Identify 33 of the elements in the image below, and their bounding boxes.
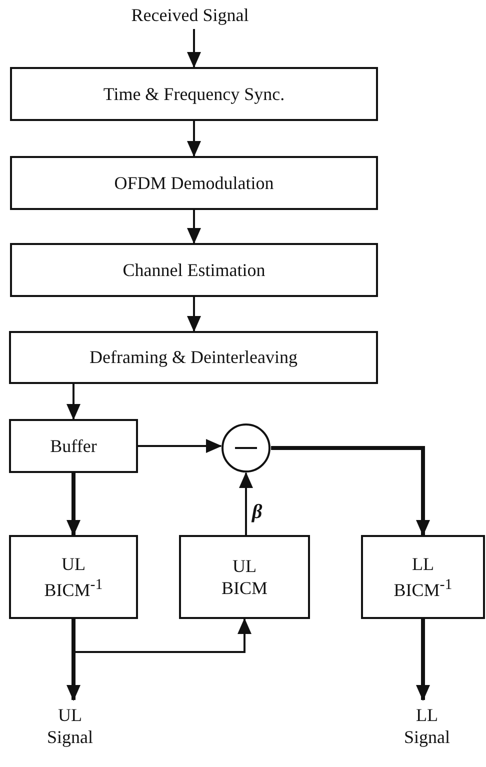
block-label: Time & Frequency Sync. xyxy=(103,82,285,106)
process-box xyxy=(179,535,310,619)
process-box xyxy=(9,419,138,473)
arrow xyxy=(66,384,80,420)
arrow xyxy=(187,121,201,157)
block-label: LL BICM$^{-1}$ xyxy=(392,553,454,601)
arrow xyxy=(72,618,252,653)
arrow xyxy=(138,439,222,453)
arrow xyxy=(66,473,80,536)
process-box xyxy=(10,67,378,121)
arrow xyxy=(416,619,430,701)
arrow xyxy=(187,29,201,68)
block-label: UL BICM xyxy=(220,554,268,600)
process-box xyxy=(9,535,138,619)
process-box xyxy=(9,331,378,384)
signal-label: Received Signal xyxy=(131,4,249,26)
subtractor-circle xyxy=(221,423,271,473)
arrow xyxy=(66,619,80,701)
block-label: Deframing & Deinterleaving xyxy=(90,346,298,369)
arrow xyxy=(271,446,430,536)
process-box xyxy=(361,535,485,619)
edge-label: β xyxy=(252,502,262,522)
block-label: UL BICM$^{-1}$ xyxy=(43,553,104,601)
arrow xyxy=(239,472,253,535)
process-box xyxy=(10,243,378,297)
block-label: Buffer xyxy=(50,434,97,458)
block-label: Channel Estimation xyxy=(122,258,266,282)
process-box xyxy=(10,156,378,210)
arrow xyxy=(187,210,201,244)
block-label: OFDM Demodulation xyxy=(114,172,274,194)
signal-label: LL Signal xyxy=(402,704,451,748)
signal-label: UL Signal xyxy=(46,704,94,748)
arrow xyxy=(187,297,201,332)
